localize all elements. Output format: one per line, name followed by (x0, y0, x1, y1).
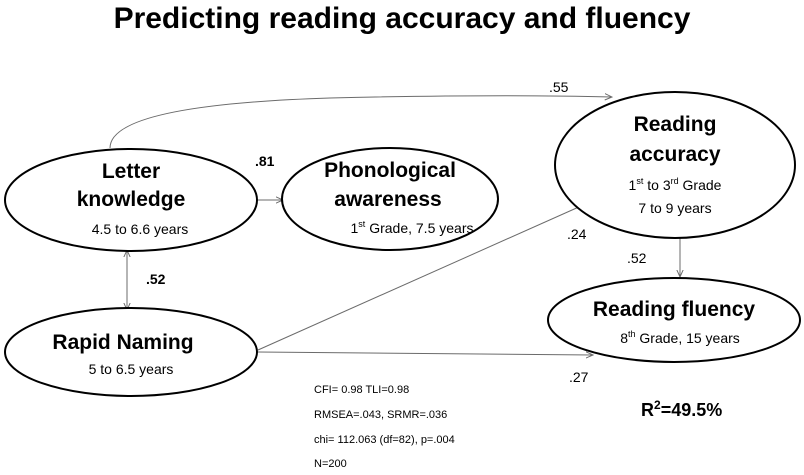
node-reading-fluency-label: Reading fluency (593, 298, 756, 321)
path-rapid-to-reading-accuracy (257, 202, 590, 351)
node-phonological-line2: awareness (334, 188, 441, 211)
node-rapid-naming: Rapid Naming 5 to 6.5 years (4, 307, 258, 397)
coef-rapid-to-fluency: .27 (569, 369, 589, 385)
node-letter-knowledge-age: 4.5 to 6.6 years (92, 221, 189, 237)
node-rapid-naming-label: Rapid Naming (52, 331, 193, 354)
node-rapid-naming-age: 5 to 6.5 years (89, 361, 174, 377)
coef-letter-to-accuracy: .55 (549, 79, 569, 95)
coef-rapid-to-accuracy: .24 (567, 226, 587, 242)
model-fit-stats: CFI= 0.98 TLI=0.98 RMSEA=.043, SRMR=.036… (314, 384, 455, 470)
fit-line-3: chi= 112.063 (df=82), p=.004 (314, 434, 455, 446)
node-letter-knowledge-line1: Letter (102, 160, 160, 183)
path-letter-to-reading-accuracy (109, 96, 612, 149)
node-phonological-awareness: Phonological awareness 1st Grade, 7.5 ye… (281, 147, 499, 251)
node-phonological-line1: Phonological (324, 159, 456, 182)
fit-line-4: N=200 (314, 458, 347, 470)
fit-line-1: CFI= 0.98 TLI=0.98 (314, 384, 409, 396)
node-reading-accuracy-grade: 1st to 3rd Grade (629, 176, 722, 193)
fit-line-2: RMSEA=.043, SRMR=.036 (314, 409, 447, 421)
node-reading-accuracy: Reading accuracy 1st to 3rd Grade 7 to 9… (554, 91, 796, 239)
path-rapid-to-reading-fluency (257, 352, 593, 355)
node-reading-accuracy-age: 7 to 9 years (638, 200, 711, 216)
node-letter-knowledge: Letter knowledge 4.5 to 6.6 years (4, 148, 258, 252)
node-reading-fluency: Reading fluency 8th Grade, 15 years (547, 277, 801, 363)
node-reading-fluency-grade: 8th Grade, 15 years (620, 329, 740, 346)
node-phonological-grade: 1st Grade, 7.5 years (351, 219, 474, 236)
coef-letter-to-phonological: .81 (255, 153, 275, 169)
node-reading-accuracy-line2: accuracy (629, 143, 720, 166)
node-letter-knowledge-line2: knowledge (77, 188, 186, 211)
r-squared: R2=49.5% (641, 398, 722, 420)
coef-accuracy-to-fluency: .52 (627, 250, 647, 266)
node-reading-accuracy-line1: Reading (634, 113, 717, 136)
coef-letter-rapid: .52 (146, 271, 166, 287)
diagram-title: Predicting reading accuracy and fluency (114, 2, 691, 35)
